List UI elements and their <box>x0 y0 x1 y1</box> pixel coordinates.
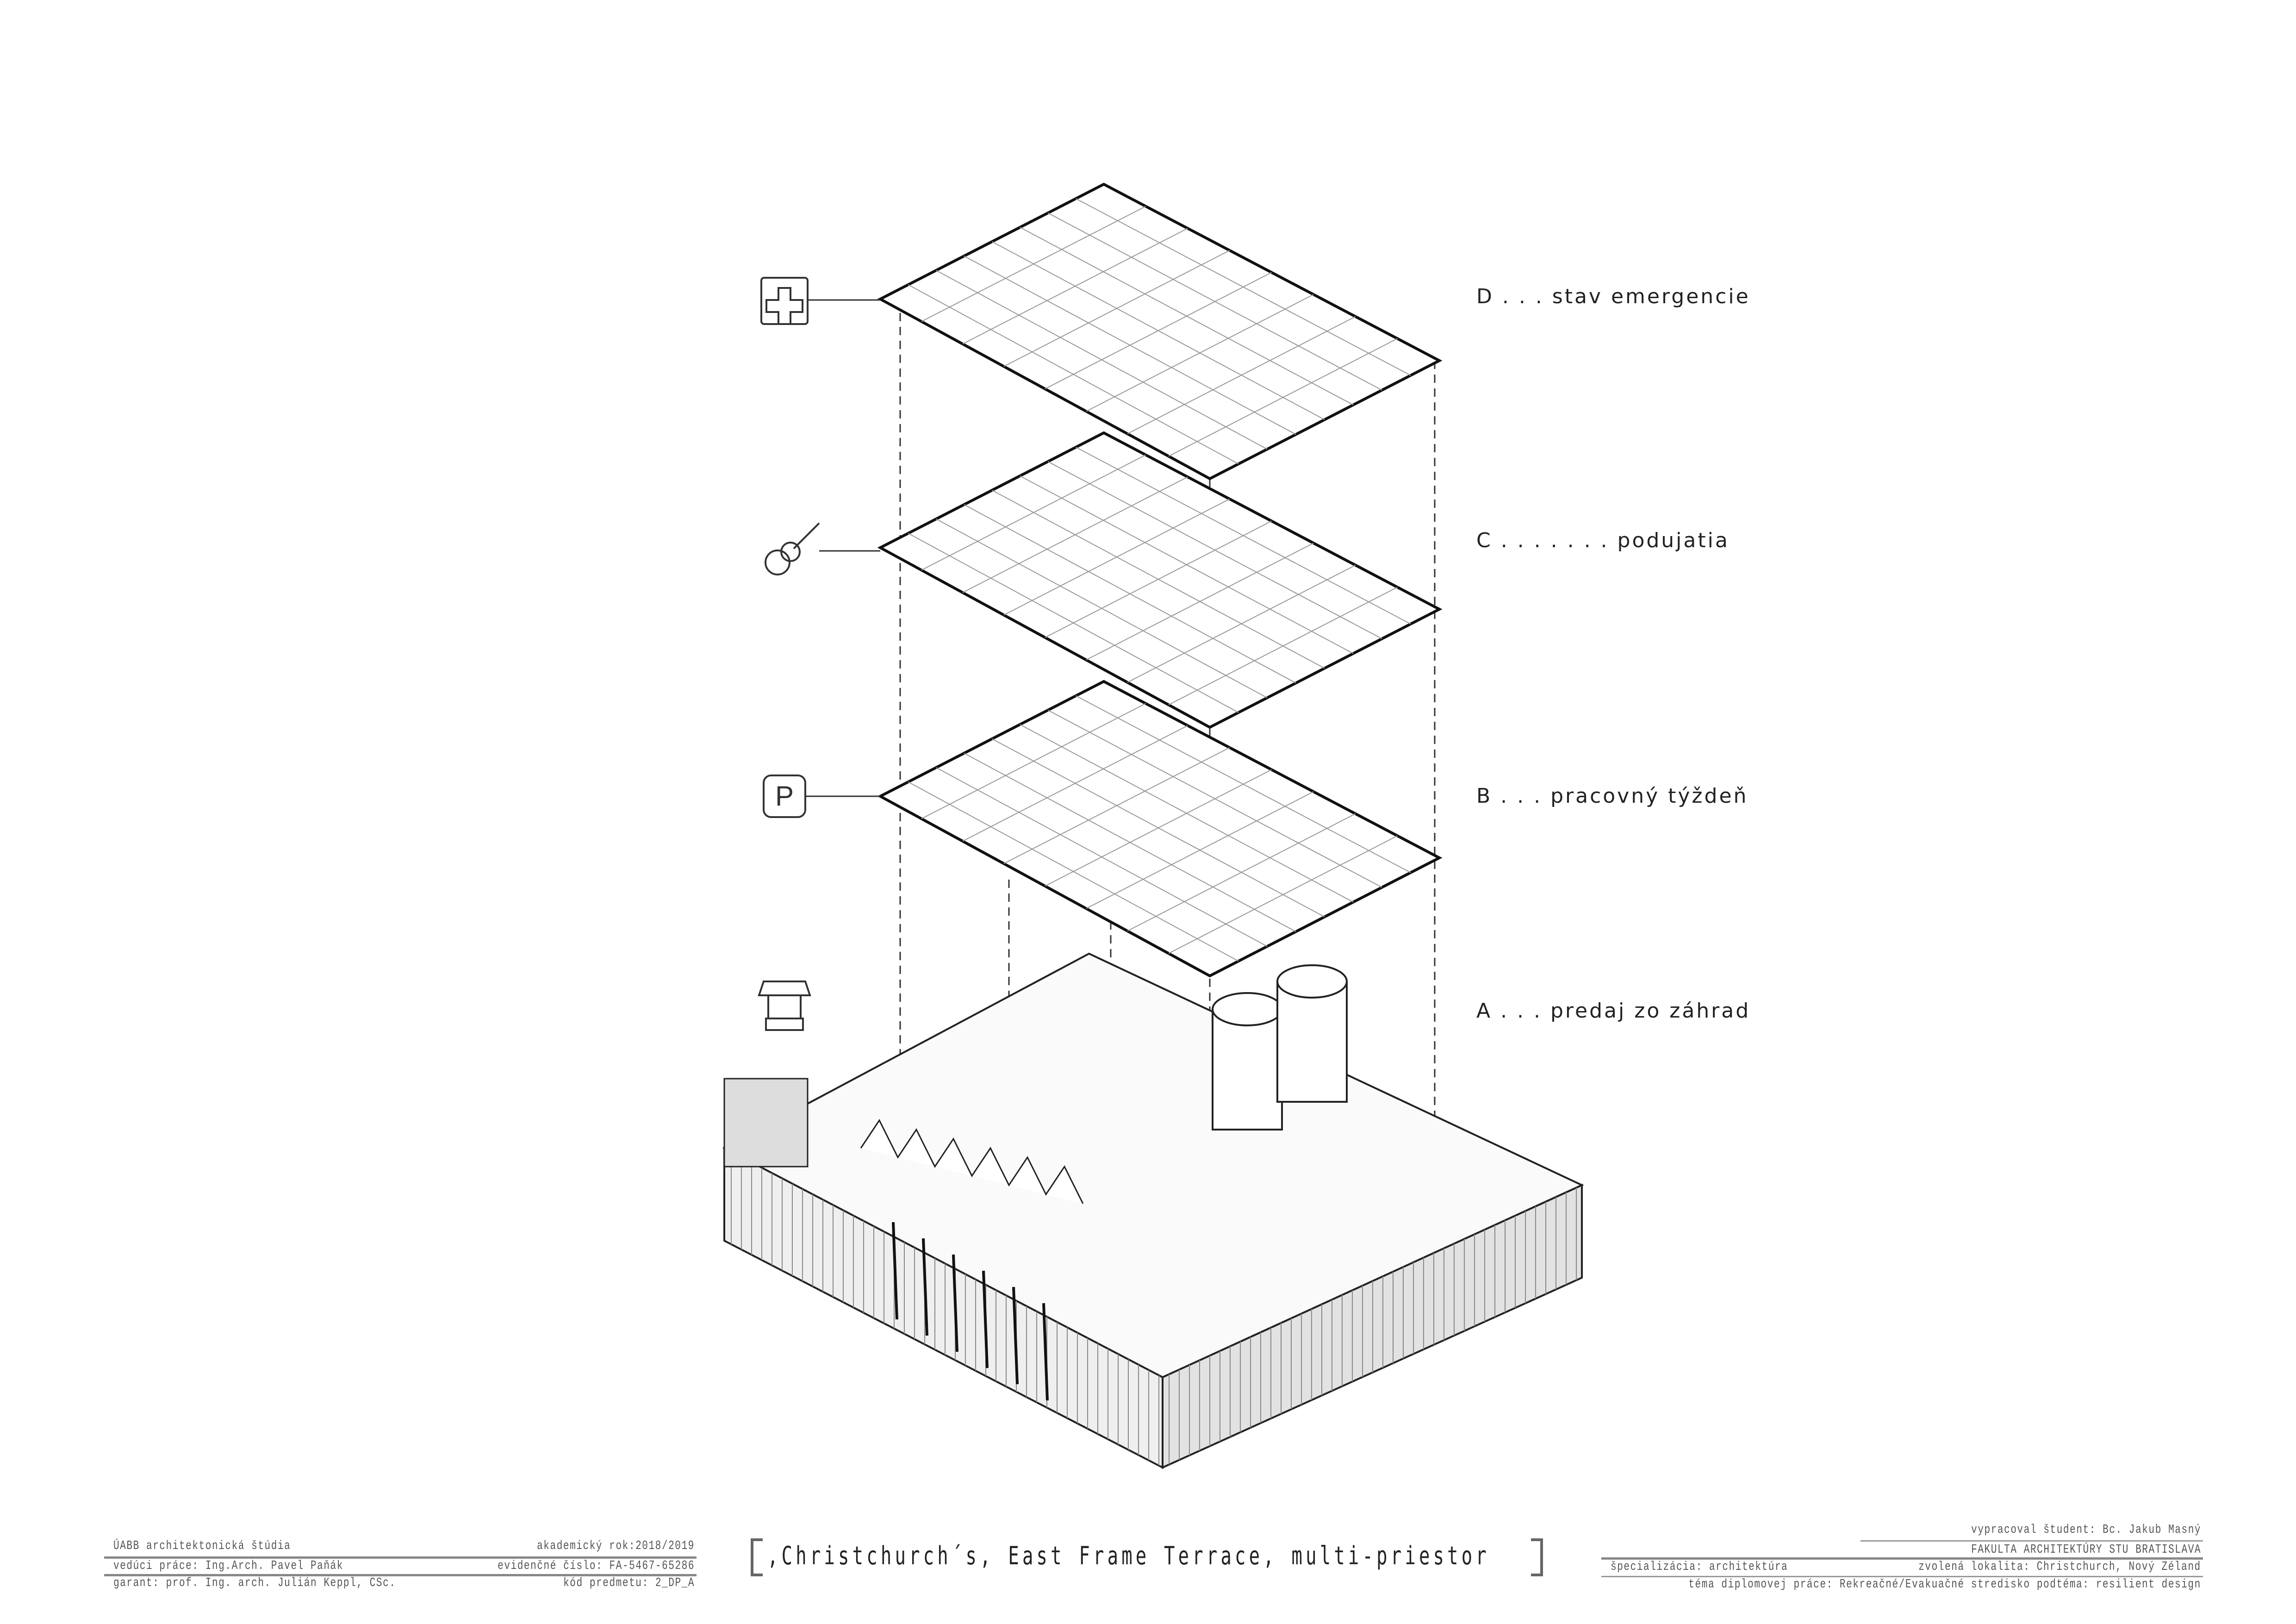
divider <box>104 1574 697 1576</box>
layer-d-plane <box>877 182 1443 481</box>
layer-c-label: C . . . . . . . podujatia <box>1476 529 1730 552</box>
layer-b-plane <box>877 680 1443 978</box>
layer-a-label: A . . . predaj zo záhrad <box>1476 999 1751 1023</box>
drawing-title-frame: ,Christchurch´s, East Frame Terrace, mul… <box>751 1538 1543 1576</box>
studio-name: ÚABB architektonická štúdia <box>113 1539 291 1553</box>
student-name: vypracoval študent: Bc. Jakub Masný <box>1971 1523 2201 1537</box>
specialization: špecializácia: architektúra <box>1611 1560 1788 1574</box>
faculty-name: FAKULTA ARCHITEKTÚRY STU BRATISLAVA <box>1971 1543 2201 1557</box>
tower-building <box>723 1078 809 1168</box>
roof-sawtooth <box>860 1119 1084 1204</box>
course-code: kód predmetu: 2_DP_A <box>563 1576 695 1590</box>
supervisor: vedúci práce: Ing.Arch. Pavel Paňák <box>113 1559 343 1573</box>
drawing-title: ,Christchurch´s, East Frame Terrace, mul… <box>767 1541 1490 1570</box>
thesis-topic: téma diplomovej práce: Rekreačné/Evakuač… <box>1688 1578 2201 1592</box>
divider <box>104 1556 697 1559</box>
layer-a-base-block <box>722 952 1584 1469</box>
divider <box>1601 1576 2203 1577</box>
svg-text:P: P <box>775 781 794 812</box>
layer-c-plane <box>877 431 1443 729</box>
chosen-location: zvolená lokalita: Christchurch, Nový Zél… <box>1918 1560 2201 1574</box>
layer-b-label: B . . . pracovný týždeň <box>1476 784 1748 808</box>
divider <box>1601 1557 2203 1560</box>
first-aid-cross-icon <box>760 277 880 325</box>
guarantor: garant: prof. Ing. arch. Julián Keppl, C… <box>113 1576 396 1590</box>
layer-d-label: D . . . stav emergencie <box>1476 285 1750 308</box>
academic-year: akademický rok:2018/2019 <box>537 1539 695 1553</box>
registration-number: evidenčné číslo: FA-5467-65286 <box>498 1559 695 1573</box>
divider <box>1860 1540 2203 1542</box>
market-stall-icon <box>758 981 811 1031</box>
parking-icon: P <box>763 775 880 818</box>
guitar-icon <box>765 522 880 575</box>
silos <box>1212 964 1348 1131</box>
